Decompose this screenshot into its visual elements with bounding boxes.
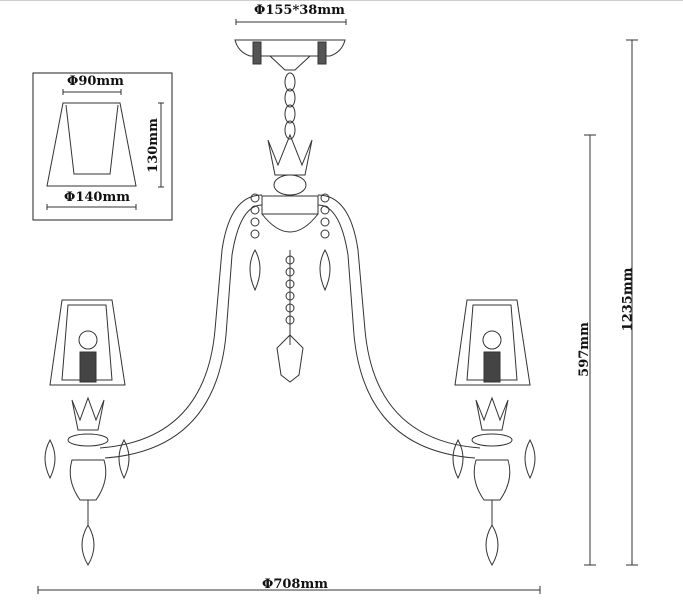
top-border bbox=[0, 0, 683, 1]
right-lamp bbox=[452, 299, 536, 566]
width-dimension-line bbox=[37, 586, 541, 594]
canopy-dimension-line bbox=[235, 19, 347, 25]
shade-height-dimension-label: 130mm bbox=[145, 118, 161, 173]
center-body bbox=[249, 133, 331, 383]
canopy-dimension-label: Φ155*38mm bbox=[254, 3, 345, 18]
shade-bottom-dimension-label: Φ140mm bbox=[64, 190, 130, 205]
chain bbox=[284, 72, 296, 140]
width-dimension-label: Φ708mm bbox=[262, 577, 328, 592]
arms bbox=[99, 194, 481, 459]
shade-detail-inset bbox=[32, 72, 173, 221]
total-height-dimension-label: 1235mm bbox=[620, 267, 636, 332]
height-dimension-lines bbox=[584, 39, 638, 566]
body-height-dimension-label: 597mm bbox=[576, 322, 592, 377]
canopy bbox=[234, 39, 346, 71]
shade-top-dimension-label: Φ90mm bbox=[67, 74, 124, 89]
left-lamp bbox=[44, 299, 130, 566]
